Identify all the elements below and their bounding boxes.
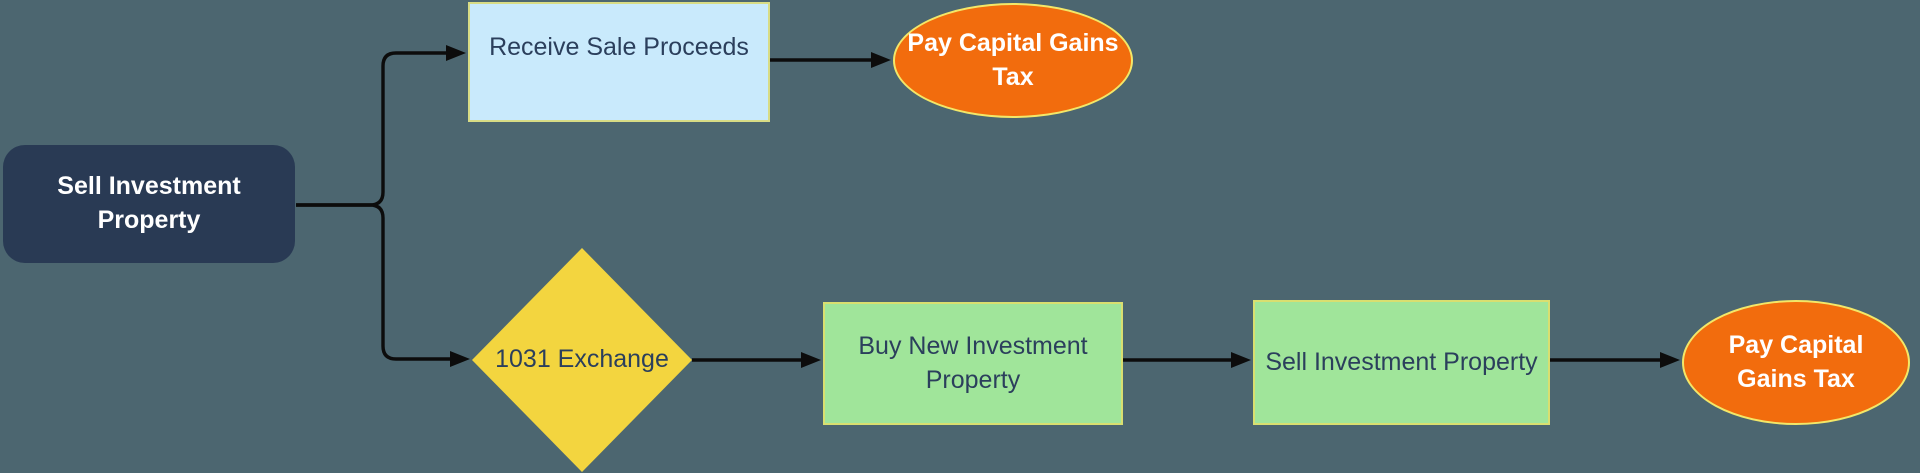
node-pay-capital-gains-tax-top: Pay Capital Gains Tax <box>893 3 1133 118</box>
node-label: Receive Sale Proceeds <box>489 33 749 62</box>
node-label: 1031 Exchange <box>495 345 669 374</box>
edge-start-to-receive-proceeds <box>296 45 466 207</box>
node-pay-capital-gains-tax-bottom: Pay Capital Gains Tax <box>1682 300 1910 425</box>
edge-start-to-1031-exchange <box>296 203 470 367</box>
node-label: Buy New Investment Property <box>858 331 1088 394</box>
node-receive-sale-proceeds: Receive Sale Proceeds <box>468 2 770 122</box>
node-buy-new-investment-property: Buy New Investment Property <box>823 302 1123 425</box>
node-label: Pay Capital Gains Tax <box>907 28 1119 91</box>
node-label: Sell Investment Property <box>57 172 241 234</box>
node-label: Sell Investment Property <box>1265 347 1538 376</box>
node-label: Pay Capital Gains Tax <box>1728 330 1864 393</box>
node-sell-investment-property-start: Sell Investment Property <box>3 145 295 263</box>
node-sell-investment-property-again: Sell Investment Property <box>1253 300 1550 425</box>
